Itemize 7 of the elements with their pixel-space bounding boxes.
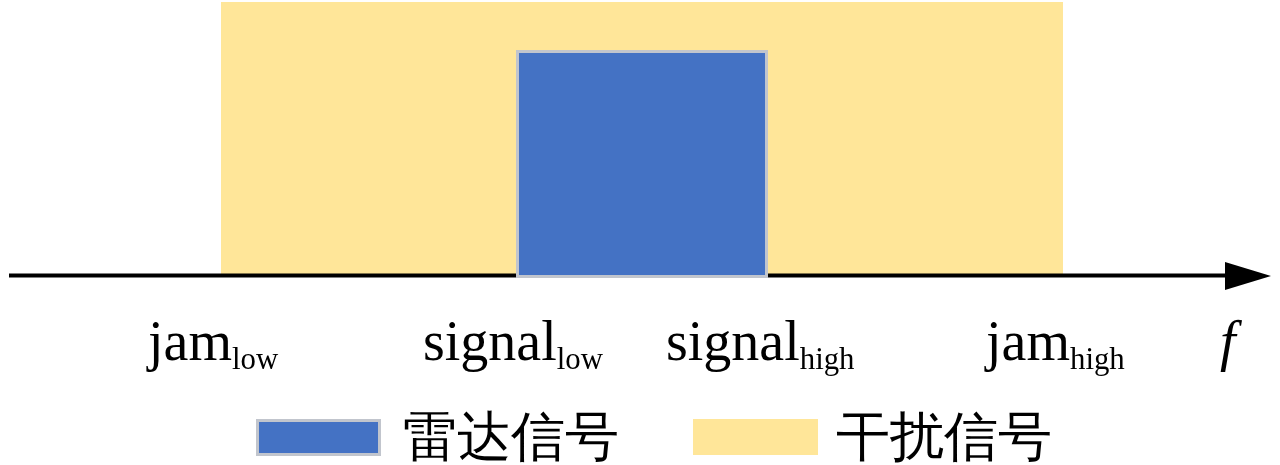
band-edge-label: jam$_{low}$ xyxy=(145,309,280,378)
band-edge-label: jam$_{high}$ xyxy=(983,309,1126,378)
legend-label: 雷达信号 xyxy=(403,405,619,465)
band-edge-label: signal$_{low}$ xyxy=(422,309,604,378)
legend-label: 干扰信号 xyxy=(836,405,1052,465)
band-edge-label: signal$_{high}$ xyxy=(665,309,856,378)
axis-title: f xyxy=(1214,302,1242,389)
